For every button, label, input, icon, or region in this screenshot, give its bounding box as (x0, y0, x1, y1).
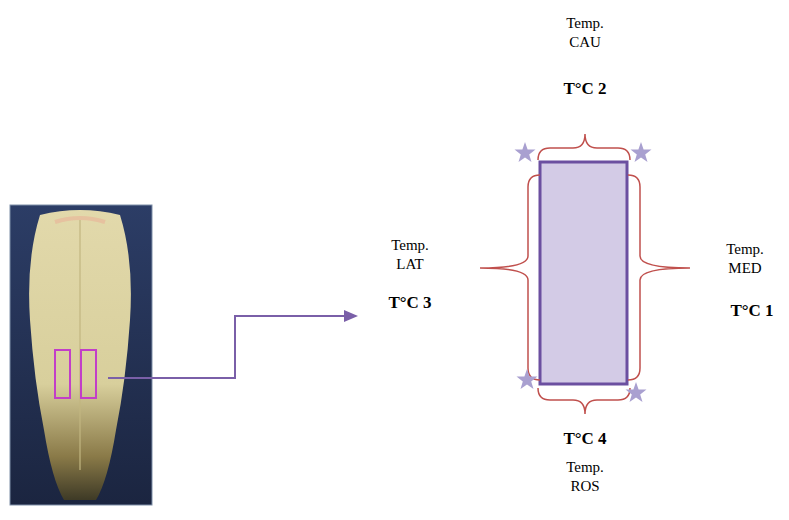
braces (480, 134, 690, 414)
corner-stars (515, 142, 652, 402)
temperature-point: T°C 3 (388, 292, 431, 313)
sample-rectangle (540, 162, 627, 384)
temperature-point: T°C 2 (563, 78, 606, 99)
hoof-photo (10, 205, 152, 505)
side-name: Temp. LAT (384, 236, 436, 274)
side-name: Temp. MED (719, 240, 771, 278)
pointer-arrow (108, 310, 358, 378)
temperature-point: T°C 4 (563, 428, 606, 449)
side-name: Temp. ROS (559, 458, 611, 496)
temperature-point: T°C 1 (730, 300, 773, 321)
side-name: Temp. CAU (559, 14, 611, 52)
